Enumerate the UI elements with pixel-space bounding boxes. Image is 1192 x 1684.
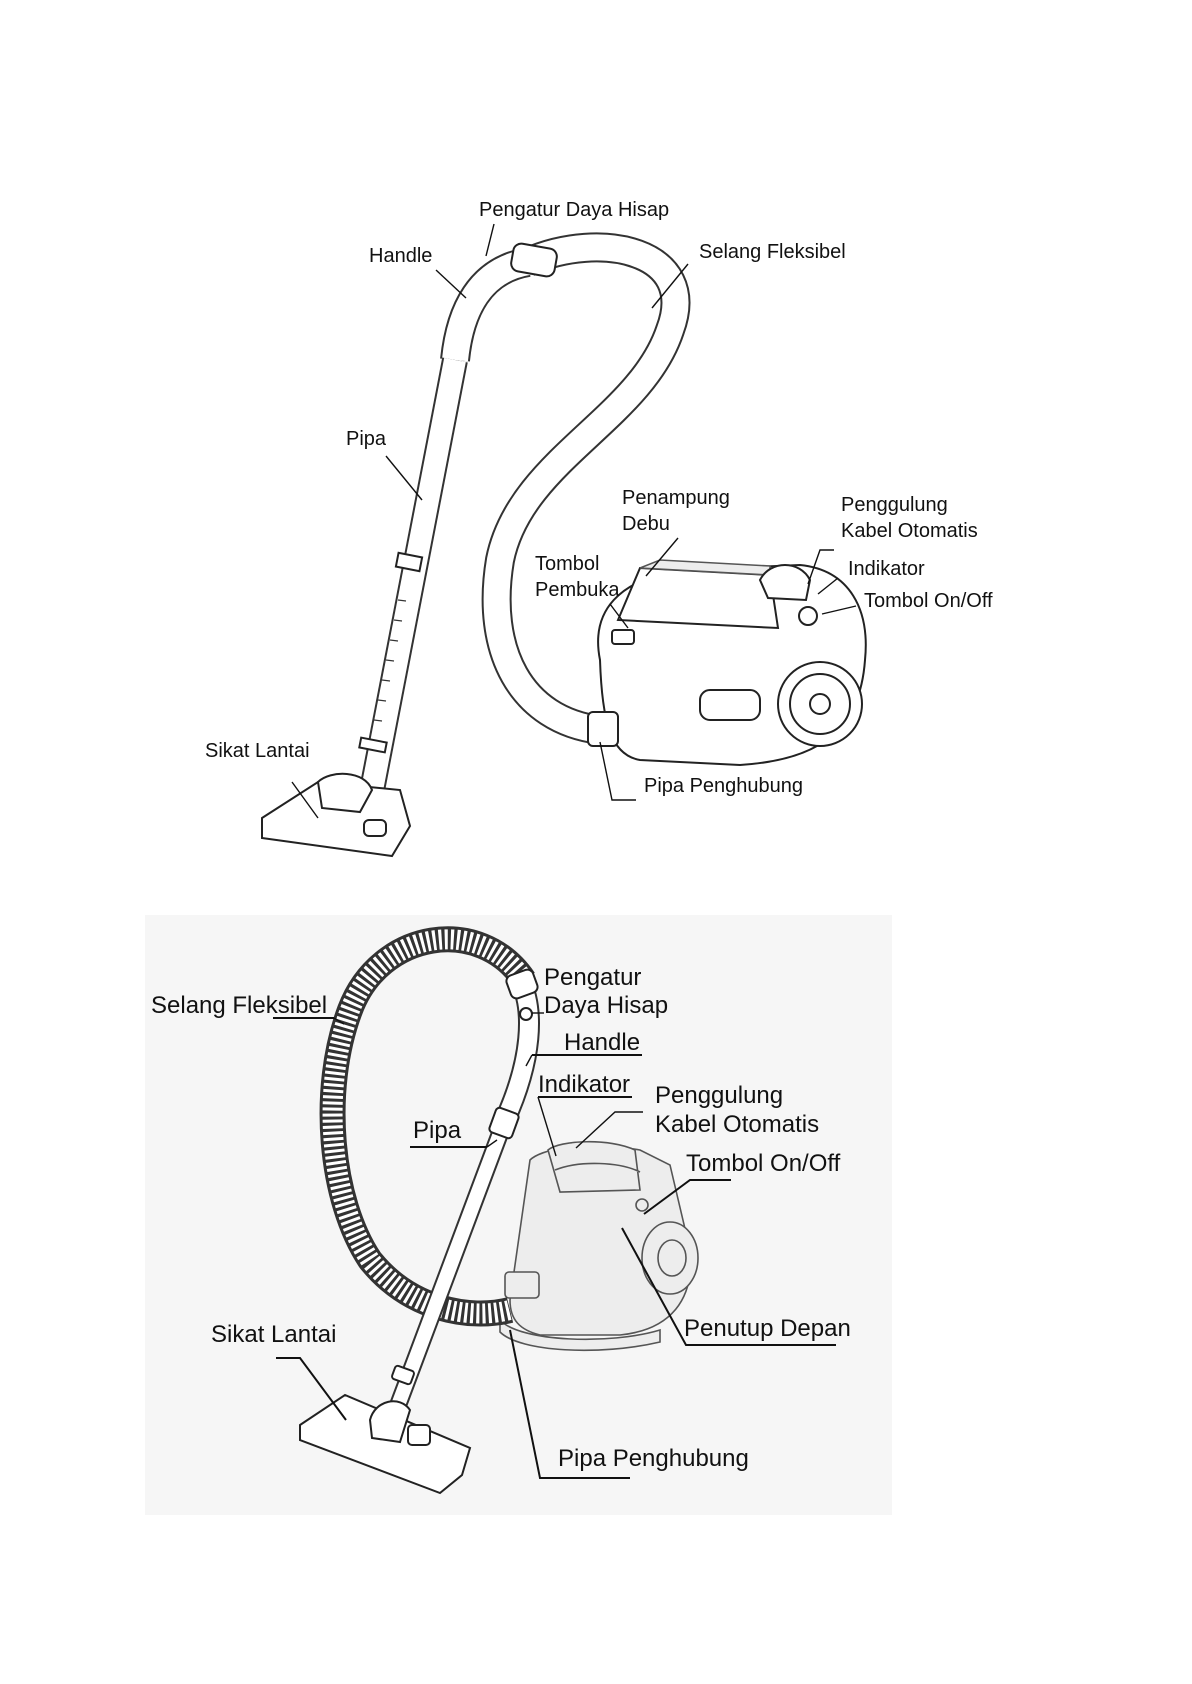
label-dust-container-line2-top: Debu — [622, 513, 670, 535]
label-connector-pipe-bottom: Pipa Penghubung — [558, 1445, 749, 1472]
vacuum-illustration-bottom — [300, 939, 698, 1493]
leader-lines-bottom — [273, 1013, 836, 1478]
pipe-bottom — [385, 1120, 505, 1440]
suction-regulator-bottom — [505, 968, 540, 1000]
floor-brush-bottom — [300, 1395, 470, 1493]
canister-body-top — [588, 560, 866, 765]
label-cord-rewinder-line2-top: Kabel Otomatis — [841, 520, 978, 542]
label-pipe-top: Pipa — [346, 428, 387, 450]
label-indicator-top: Indikator — [848, 558, 925, 580]
vacuum-diagram-top: Pengatur Daya Hisap Handle Selang Fleksi… — [0, 0, 1192, 880]
label-indicator-bottom: Indikator — [538, 1071, 630, 1098]
label-connector-pipe-top: Pipa Penghubung — [644, 775, 803, 797]
flexible-hose-bottom — [333, 939, 524, 1313]
label-cord-rewinder-line2-bottom: Kabel Otomatis — [655, 1111, 819, 1138]
label-suction-regulator-line2-bottom: Daya Hisap — [544, 992, 668, 1019]
label-pipe-bottom: Pipa — [413, 1117, 462, 1144]
label-floor-brush-bottom: Sikat Lantai — [211, 1321, 336, 1348]
label-release-button-line1-top: Tombol — [535, 553, 599, 575]
label-floor-brush-top: Sikat Lantai — [205, 740, 310, 762]
label-handle-top: Handle — [369, 245, 432, 267]
label-release-button-line2-top: Pembuka — [535, 579, 620, 601]
label-flexible-hose-top: Selang Fleksibel — [699, 241, 846, 263]
handle-bottom — [505, 980, 529, 1120]
label-front-cover-bottom: Penutup Depan — [684, 1315, 851, 1342]
label-flexible-hose-bottom: Selang Fleksibel — [151, 992, 327, 1019]
label-handle-bottom: Handle — [564, 1029, 640, 1056]
label-suction-regulator-top: Pengatur Daya Hisap — [479, 199, 669, 221]
diagram-bottom-background — [145, 915, 892, 1515]
label-power-button-top: Tombol On/Off — [864, 590, 993, 612]
label-cord-rewinder-line1-bottom: Penggulung — [655, 1082, 783, 1109]
label-suction-regulator-line1-bottom: Pengatur — [544, 964, 641, 991]
label-cord-rewinder-line1-top: Penggulung — [841, 494, 948, 516]
label-dust-container-line1-top: Penampung — [622, 487, 730, 509]
vacuum-illustration-top — [262, 242, 866, 856]
floor-brush-top — [262, 774, 410, 856]
canister-body-bottom — [500, 1142, 698, 1351]
label-power-button-bottom: Tombol On/Off — [686, 1150, 841, 1177]
